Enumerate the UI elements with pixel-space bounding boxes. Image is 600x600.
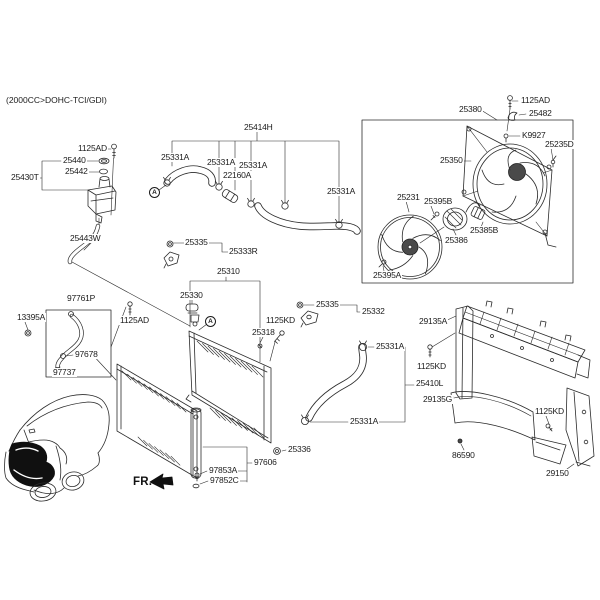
carrier-assembly — [427, 300, 595, 470]
part-label-86590: 86590 — [451, 450, 476, 460]
part-label-25395b: 25395B — [423, 196, 454, 206]
part-label-97852c: 97852C — [209, 475, 240, 485]
part-label-97606: 97606 — [253, 457, 278, 467]
part-label-29150: 29150 — [545, 468, 570, 478]
part-label-25430t: 25430T — [10, 172, 40, 182]
callout-a-radiator: A — [205, 316, 216, 327]
part-label-25333r: 25333R — [228, 246, 259, 256]
fan-assembly-box — [361, 95, 574, 284]
reservoir-assembly — [34, 143, 191, 327]
part-label-25231: 25231 — [396, 192, 421, 202]
part-label-25331a: 25331A — [160, 152, 191, 162]
part-label-1125kd: 1125KD — [265, 315, 296, 325]
part-label-25350: 25350 — [439, 155, 464, 165]
part-label-13395a: 13395A — [16, 312, 47, 322]
part-label-25482: 25482 — [528, 108, 553, 118]
radiator-assembly — [163, 240, 361, 455]
part-label-25331a: 25331A — [238, 160, 269, 170]
part-label-25331a: 25331A — [326, 186, 357, 196]
part-label-25335: 25335 — [315, 299, 340, 309]
part-label-1125ad: 1125AD — [520, 95, 551, 105]
part-label-25336: 25336 — [287, 444, 312, 454]
part-label-25330: 25330 — [179, 290, 204, 300]
part-label-25440: 25440 — [62, 155, 87, 165]
part-label-25331a: 25331A — [349, 416, 380, 426]
part-label-97678: 97678 — [74, 349, 99, 359]
lower-hose-assembly — [305, 343, 415, 423]
overflow-hose-box-97761p — [24, 301, 133, 381]
fr-arrow — [149, 473, 174, 490]
part-label-25235d: 25235D — [544, 139, 575, 149]
part-label-29135g: 29135G — [422, 394, 454, 404]
part-label-1125kd: 1125KD — [534, 406, 565, 416]
part-label-22160a: 22160A — [222, 170, 253, 180]
part-label-25335: 25335 — [184, 237, 209, 247]
part-label-25385b: 25385B — [469, 225, 500, 235]
condenser-assembly — [116, 363, 253, 489]
part-label-29135a: 29135A — [418, 316, 449, 326]
part-label-25331a: 25331A — [206, 157, 237, 167]
part-label-25332: 25332 — [361, 306, 386, 316]
part-label-25410l: 25410L — [415, 378, 445, 388]
engine-spec-note: (2000CC>DOHC-TCI/GDI) — [6, 95, 107, 105]
part-label-25386: 25386 — [444, 235, 469, 245]
part-label-1125ad: 1125AD — [119, 315, 150, 325]
part-label-97737: 97737 — [52, 367, 77, 377]
part-label-97853a: 97853A — [208, 465, 239, 475]
part-label-25331a: 25331A — [375, 341, 406, 351]
hose-clamps — [163, 176, 367, 425]
part-label-25310: 25310 — [216, 266, 241, 276]
part-label-1125ad: 1125AD — [77, 143, 108, 153]
part-label-25395a: 25395A — [372, 270, 403, 280]
part-label-25318: 25318 — [251, 327, 276, 337]
part-label-k9927: K9927 — [521, 130, 547, 140]
part-label-25414h: 25414H — [243, 122, 274, 132]
part-label-25380: 25380 — [458, 104, 483, 114]
fr-direction-label: FR. — [133, 476, 153, 488]
part-label-25442: 25442 — [64, 166, 89, 176]
part-label-25443w: 25443W — [69, 233, 102, 243]
part-label-1125kd: 1125KD — [416, 361, 447, 371]
callout-a-hose: A — [149, 187, 160, 198]
vehicle-illustration — [4, 394, 110, 502]
part-label-97761p: 97761P — [66, 293, 97, 303]
